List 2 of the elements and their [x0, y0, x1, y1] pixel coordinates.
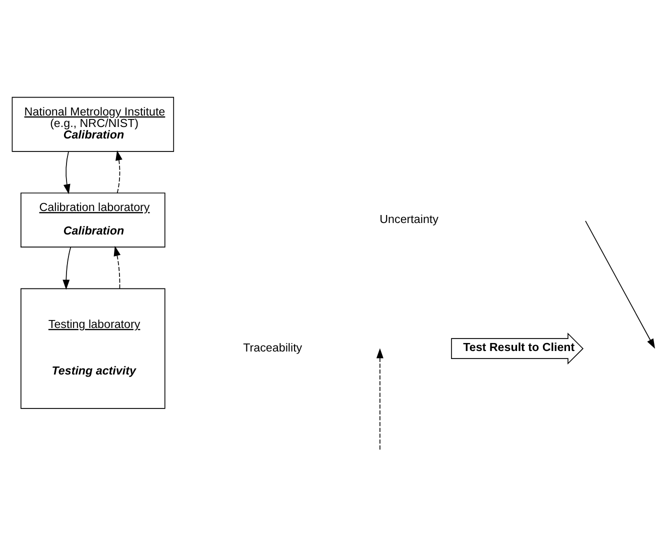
legend-label: Uncertainty — [380, 213, 438, 226]
legend-label: Traceability — [243, 342, 302, 355]
